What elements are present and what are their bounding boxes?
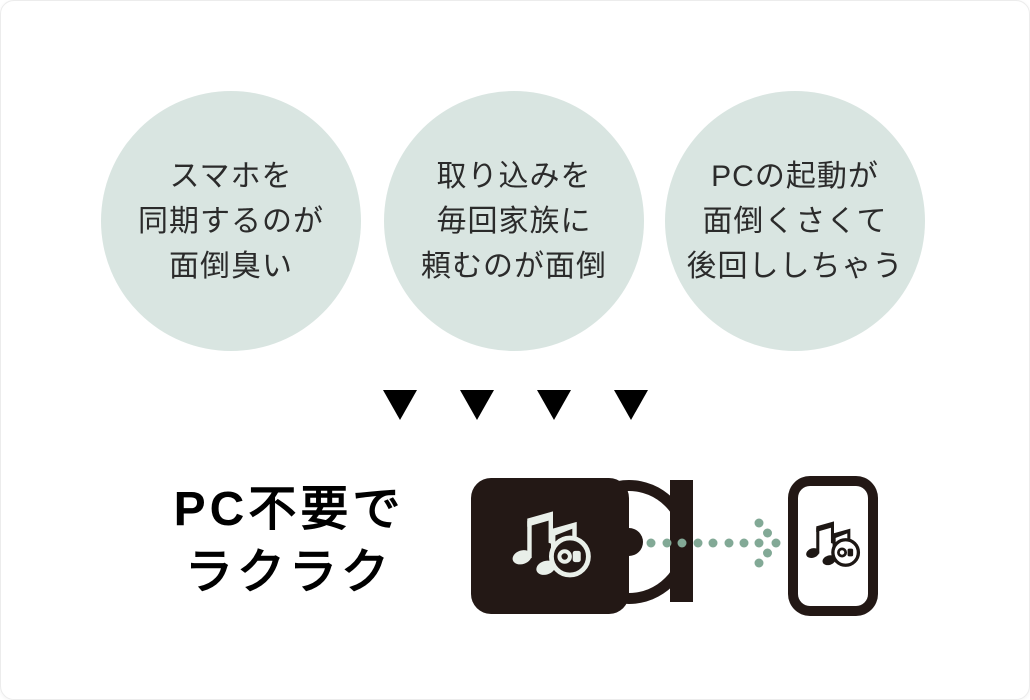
- down-arrow-icon: [382, 390, 417, 420]
- pain-point-circle-1: スマホを 同期するのが 面倒臭い: [101, 91, 361, 351]
- pain-point-line: 頼むのが面倒: [421, 249, 607, 283]
- down-arrow-icon: [536, 390, 571, 420]
- pain-point-circle-3: PCの起動が 面倒くさくて 後回ししちゃう: [665, 91, 925, 351]
- solution-headline: PC不要で ラクラク: [129, 478, 449, 604]
- pain-point-circle-2: 取り込みを 毎回家族に 頼むのが面倒: [384, 91, 644, 351]
- dotted-transfer-arrow-icon: [646, 518, 781, 568]
- down-arrows-row: [1, 390, 1029, 420]
- pain-point-line: 同期するのが: [138, 204, 324, 238]
- headline-line-1: PC不要で: [173, 483, 405, 536]
- pain-point-line: 毎回家族に: [436, 204, 592, 238]
- cd-drive-device: [471, 478, 629, 614]
- pain-point-line: 面倒くさくて: [702, 204, 888, 238]
- pain-point-line: 後回ししちゃう: [686, 249, 904, 283]
- pain-point-text-3: PCの起動が 面倒くさくて 後回ししちゃう: [687, 154, 904, 289]
- cd-to-phone-illustration: [471, 476, 878, 616]
- pain-point-text-2: 取り込みを 毎回家族に 頼むのが面倒: [421, 154, 607, 289]
- pain-point-line: スマホを: [169, 159, 293, 193]
- pain-point-line: 取り込みを: [436, 159, 592, 193]
- headline-line-2: ラクラク: [184, 546, 393, 599]
- pain-point-line: 面倒臭い: [169, 249, 293, 283]
- down-arrow-icon: [613, 390, 648, 420]
- pain-point-line: PCの起動が: [711, 159, 879, 193]
- pain-point-text-1: スマホを 同期するのが 面倒臭い: [138, 154, 324, 289]
- down-arrow-icon: [459, 390, 494, 420]
- smartphone: [788, 476, 878, 616]
